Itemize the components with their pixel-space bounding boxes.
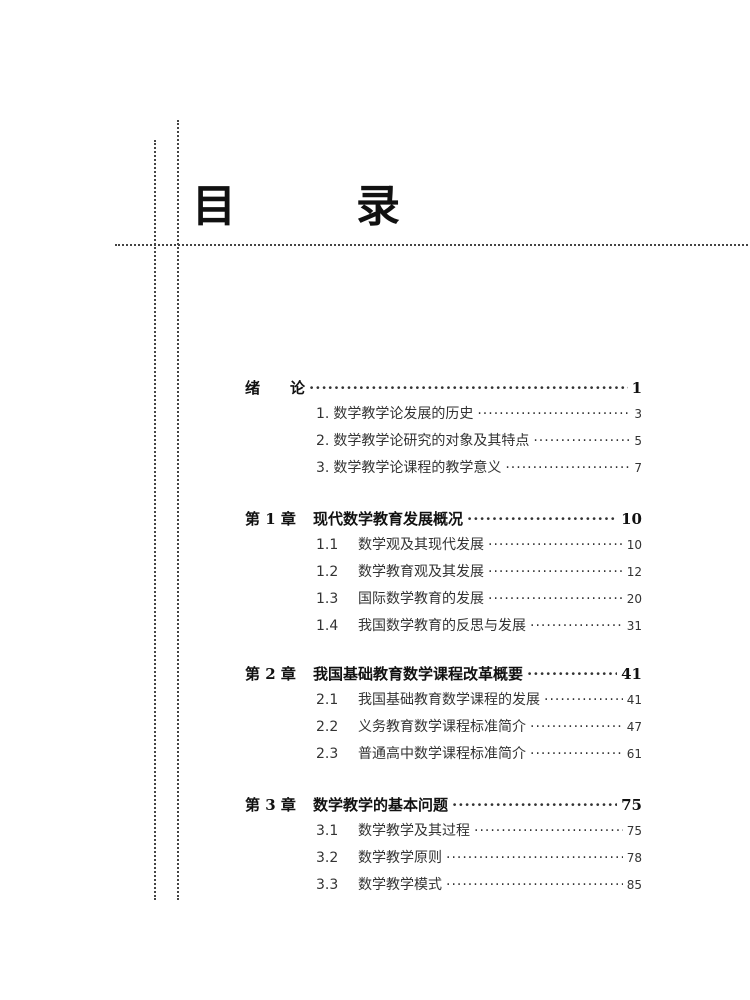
page-number: 12 [626, 565, 642, 579]
chapter-number: 第 1 章 [245, 510, 296, 528]
dot-leader [452, 796, 617, 814]
dot-leader [530, 746, 623, 762]
section-title: 数学观及其现代发展 [358, 537, 484, 553]
toc-section[interactable]: 3.3 数学教学模式 85 [316, 874, 642, 894]
section-title: 普通高中数学课程标准简介 [358, 746, 526, 762]
dot-leader [488, 591, 623, 607]
section-title: 数学教学论课程的教学意义 [333, 460, 502, 476]
chapter-title: 现代数学教育发展概况 [313, 510, 464, 528]
dot-leader [527, 665, 617, 683]
page-number: 47 [626, 720, 642, 734]
toc-section[interactable]: 1.2 数学教育观及其发展 12 [316, 561, 642, 581]
margin-dotted-line [154, 140, 156, 900]
toc-section[interactable]: 2.3 普通高中数学课程标准简介 61 [316, 743, 642, 763]
section-title: 数学教学模式 [358, 877, 442, 893]
toc-section[interactable]: 1.4 我国数学教育的反思与发展 31 [316, 615, 642, 635]
page-number: 41 [626, 693, 642, 707]
section-title: 国际数学教育的发展 [358, 591, 484, 607]
page-number: 20 [626, 592, 642, 606]
page-number: 75 [621, 796, 642, 814]
page-number: 78 [626, 851, 642, 865]
toc-section[interactable]: 3.2 数学教学原则 78 [316, 847, 642, 867]
dot-leader [467, 510, 617, 528]
dot-leader [446, 850, 623, 866]
chapter-number: 第 3 章 [245, 796, 296, 814]
page-number: 1 [631, 379, 642, 397]
page-number: 41 [621, 665, 642, 683]
section-title: 我国基础教育数学课程的发展 [358, 692, 540, 708]
dot-leader [505, 460, 630, 476]
page-number: 7 [634, 461, 642, 475]
chapter-title: 我国基础教育数学课程改革概要 [313, 665, 524, 683]
section-title: 我国数学教育的反思与发展 [358, 618, 526, 634]
page-title: 目 录 [192, 181, 438, 232]
dot-leader [530, 719, 623, 735]
toc-section[interactable]: 2.1 我国基础教育数学课程的发展 41 [316, 689, 642, 709]
section-title: 数学教育观及其发展 [358, 564, 484, 580]
dot-leader [544, 692, 623, 708]
section-number: 2. [316, 433, 330, 449]
page-number: 10 [621, 510, 642, 528]
toc-section[interactable]: 1.数学教学论发展的历史 3 [316, 403, 642, 423]
page-number: 5 [634, 434, 642, 448]
chapter-title: 数学教学的基本问题 [313, 796, 449, 814]
section-number: 1.3 [316, 591, 339, 607]
section-number: 2.3 [316, 746, 339, 762]
section-number: 1.2 [316, 564, 339, 580]
header-dotted-line [115, 244, 750, 246]
toc-section[interactable]: 2.数学教学论研究的对象及其特点 5 [316, 430, 642, 450]
dot-leader [477, 406, 630, 422]
toc-chapter[interactable]: 绪 论 1 [245, 377, 642, 398]
chapter-number: 绪 论 [245, 379, 306, 397]
dot-leader [488, 564, 623, 580]
section-title: 数学教学原则 [358, 850, 442, 866]
page-number: 10 [626, 538, 642, 552]
section-title: 数学教学论发展的历史 [333, 406, 474, 422]
section-number: 3. [316, 460, 330, 476]
section-title: 数学教学及其过程 [358, 823, 470, 839]
page-number: 3 [634, 407, 642, 421]
section-number: 1.4 [316, 618, 339, 634]
section-number: 2.2 [316, 719, 339, 735]
toc-section[interactable]: 1.1 数学观及其现代发展 10 [316, 534, 642, 554]
section-number: 3.3 [316, 877, 339, 893]
dot-leader [488, 537, 623, 553]
dot-leader [533, 433, 630, 449]
page-number: 85 [626, 878, 642, 892]
margin-dotted-line [177, 120, 179, 900]
toc-section[interactable]: 1.3 国际数学教育的发展 20 [316, 588, 642, 608]
section-number: 1.1 [316, 537, 339, 553]
page-number: 31 [626, 619, 642, 633]
section-number: 3.1 [316, 823, 339, 839]
section-number: 2.1 [316, 692, 339, 708]
dot-leader [530, 618, 623, 634]
section-title: 义务教育数学课程标准简介 [358, 719, 526, 735]
page-number: 75 [626, 824, 642, 838]
section-number: 1. [316, 406, 330, 422]
dot-leader [446, 877, 623, 893]
toc-section[interactable]: 3.1 数学教学及其过程 75 [316, 820, 642, 840]
page-number: 61 [626, 747, 642, 761]
dot-leader [309, 379, 628, 397]
toc-section[interactable]: 2.2 义务教育数学课程标准简介 47 [316, 716, 642, 736]
chapter-number: 第 2 章 [245, 665, 296, 683]
toc-section[interactable]: 3.数学教学论课程的教学意义 7 [316, 457, 642, 477]
section-title: 数学教学论研究的对象及其特点 [333, 433, 530, 449]
section-number: 3.2 [316, 850, 339, 866]
dot-leader [474, 823, 623, 839]
